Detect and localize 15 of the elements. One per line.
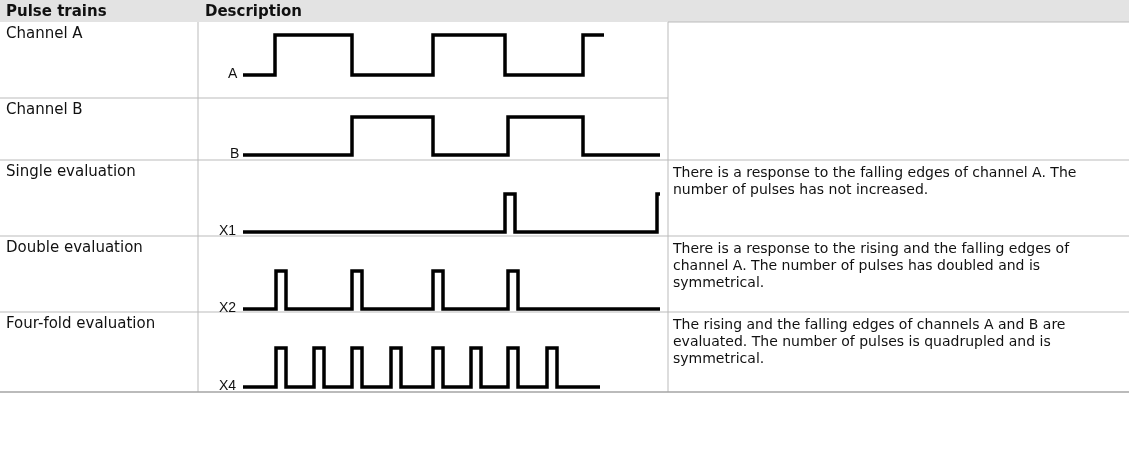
signal-name: B xyxy=(230,144,240,163)
signal-name: X4 xyxy=(219,376,237,395)
column-header: Pulse trains xyxy=(6,2,107,21)
row-label: Single evaluation xyxy=(6,162,136,181)
description-text: The rising and the falling edges of channels A and B are evaluated. The number of pulses is quadrupled and is symmetrical. xyxy=(673,316,1067,367)
row-label: Double evaluation xyxy=(6,238,143,257)
signal-name: X2 xyxy=(219,298,237,317)
signal-name: X1 xyxy=(219,221,237,240)
description-text: There is a response to the rising and the falling edges of channel A. The number of pulses has doubled and is symmetrical. xyxy=(673,240,1071,291)
row-label: Four-fold evaluation xyxy=(6,314,156,333)
description-text: There is a response to the falling edges of channel A. The number of pulses has not increased. xyxy=(673,164,1078,198)
signal-name: A xyxy=(228,64,238,83)
row-label: Channel B xyxy=(6,100,83,119)
column-header: Description xyxy=(205,2,303,21)
row-label: Channel A xyxy=(6,24,83,43)
